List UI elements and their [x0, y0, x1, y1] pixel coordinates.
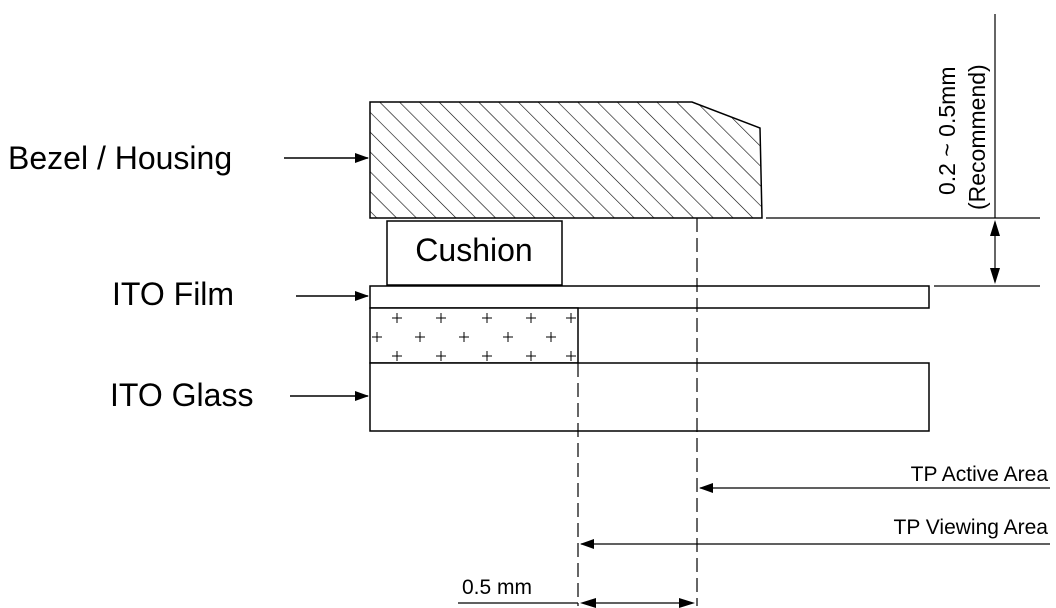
bezel-housing-label: Bezel / Housing — [8, 140, 232, 176]
gap-value-label: 0.2 ~ 0.5mm — [934, 67, 960, 195]
tp-viewing-area-label: TP Viewing Area — [894, 516, 1049, 539]
adhesive-plus-marks — [372, 313, 576, 361]
bezel-housing-shape — [369, 101, 763, 219]
gap-note-label: (Recommend) — [964, 64, 990, 210]
offset-label: 0.5 mm — [462, 576, 532, 599]
ito-glass-label: ITO Glass — [110, 377, 253, 413]
gap-arrow-up — [990, 220, 1000, 236]
ito-film-shape — [369, 285, 930, 309]
tp-active-area-label: TP Active Area — [911, 463, 1049, 486]
cushion-label: Cushion — [415, 232, 532, 268]
adhesive-region — [369, 307, 579, 364]
gap-arrow-down — [990, 268, 1000, 284]
ito-glass-shape — [369, 362, 930, 432]
offset-arrow-left — [580, 598, 596, 608]
ito-film-label: ITO Film — [112, 276, 234, 312]
offset-arrow-right — [679, 598, 695, 608]
cushion-shape — [386, 220, 563, 286]
